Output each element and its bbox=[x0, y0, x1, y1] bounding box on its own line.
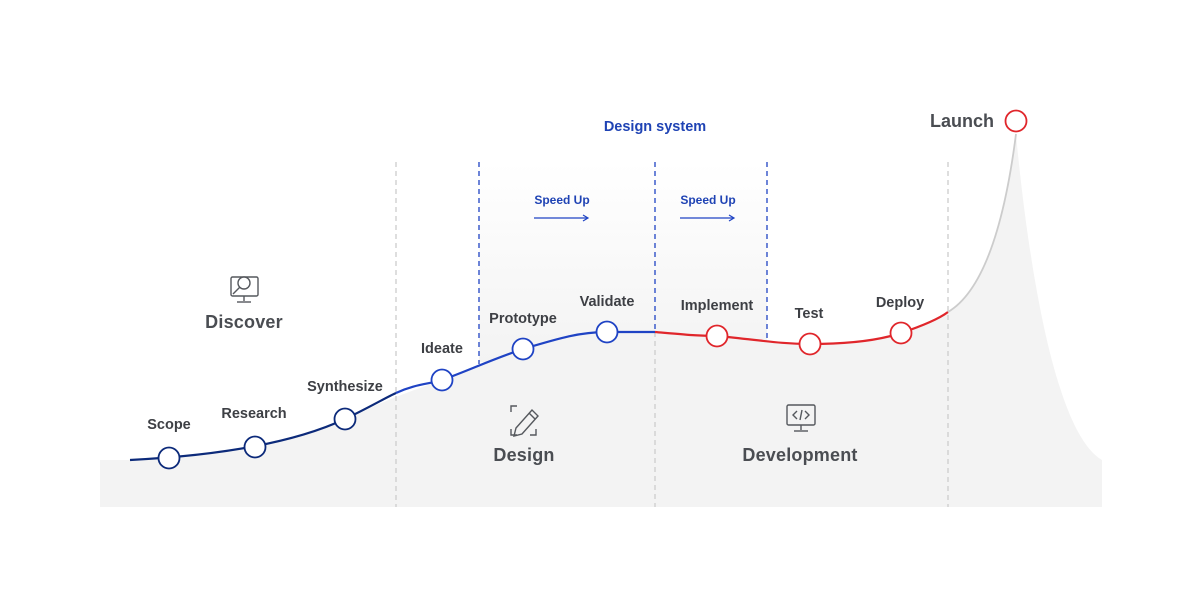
step-label-test: Test bbox=[795, 306, 824, 322]
stage-label-discover: Discover bbox=[205, 312, 283, 332]
step-label-deploy: Deploy bbox=[876, 295, 924, 311]
step-label-synthesize: Synthesize bbox=[307, 379, 383, 395]
step-validate: Validate bbox=[580, 294, 635, 344]
stage-label-design: Design bbox=[493, 445, 554, 465]
design-system-label: Design system bbox=[604, 119, 706, 135]
progress-area bbox=[100, 134, 1102, 507]
step-test: Test bbox=[795, 306, 824, 356]
step-label-ideate: Ideate bbox=[421, 341, 463, 357]
speed-up-2: Speed Up bbox=[680, 193, 736, 222]
step-label-validate: Validate bbox=[580, 294, 635, 310]
launch-label: Launch bbox=[930, 111, 994, 131]
step-node-validate bbox=[595, 320, 619, 344]
step-label-prototype: Prototype bbox=[489, 311, 557, 327]
step-node-prototype bbox=[511, 337, 535, 361]
step-label-implement: Implement bbox=[681, 298, 754, 314]
step-node-research bbox=[243, 435, 267, 459]
speed-up-label-1: Speed Up bbox=[534, 193, 589, 207]
step-prototype: Prototype bbox=[489, 311, 557, 361]
step-node-test bbox=[798, 332, 822, 356]
speed-up-1: Speed Up bbox=[534, 193, 590, 222]
step-deploy: Deploy bbox=[876, 295, 924, 345]
step-node-deploy bbox=[889, 321, 913, 345]
step-ideate: Ideate bbox=[421, 341, 463, 392]
step-synthesize: Synthesize bbox=[307, 379, 383, 431]
step-node-ideate bbox=[430, 368, 454, 392]
stage-label-development: Development bbox=[742, 445, 857, 465]
step-label-scope: Scope bbox=[147, 417, 191, 433]
monitor-search-icon bbox=[230, 276, 259, 303]
right-arrow-icon bbox=[680, 214, 736, 222]
speed-up-label-2: Speed Up bbox=[680, 193, 735, 207]
launch-node bbox=[1004, 109, 1028, 133]
step-node-implement bbox=[705, 324, 729, 348]
step-node-scope bbox=[157, 446, 181, 470]
step-research: Research bbox=[221, 406, 287, 459]
curve-discover bbox=[129, 391, 397, 462]
step-implement: Implement bbox=[681, 298, 754, 348]
curve-design bbox=[395, 330, 655, 394]
curve-launch bbox=[947, 133, 1017, 313]
step-scope: Scope bbox=[147, 417, 191, 470]
pencil-edit-icon bbox=[510, 405, 539, 437]
monitor-code-icon bbox=[786, 404, 816, 432]
step-label-research: Research bbox=[221, 406, 286, 422]
launch: Launch bbox=[930, 109, 1028, 133]
step-node-synthesize bbox=[333, 407, 357, 431]
right-arrow-icon bbox=[534, 214, 590, 222]
